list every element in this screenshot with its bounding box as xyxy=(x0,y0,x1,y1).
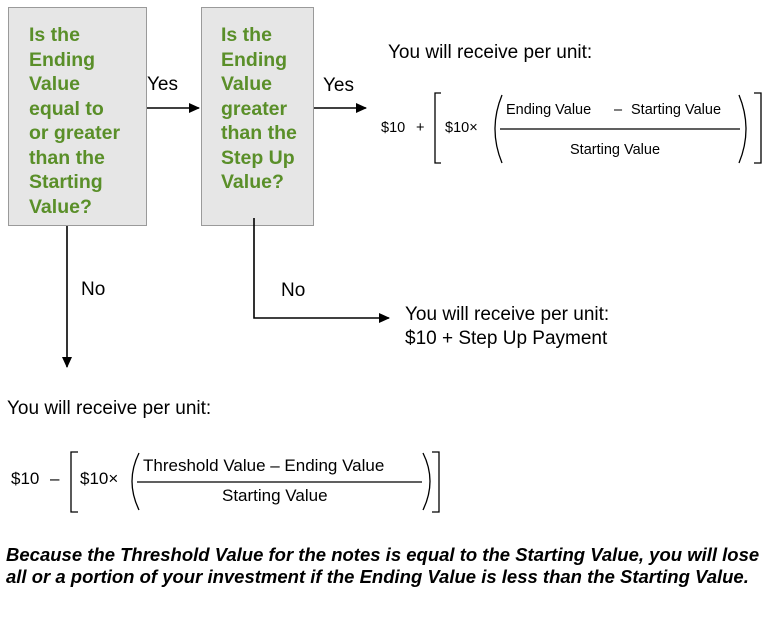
decision-box-ending-vs-stepup xyxy=(201,7,314,226)
question-line: Value xyxy=(29,73,80,95)
formula-top-plus: + xyxy=(416,120,425,136)
question-line: Value xyxy=(221,73,272,95)
question-line: equal to xyxy=(29,97,104,120)
formula-bottom-ten-times: $10× xyxy=(80,469,119,488)
paren-left-bottom xyxy=(131,452,140,511)
formula-bottom-denominator: Starting Value xyxy=(222,486,328,505)
bracket-left-bottom xyxy=(70,451,78,513)
bracket-right-top xyxy=(754,92,762,164)
question-ending-vs-stepup: Is the Ending Value greater than the Ste… xyxy=(221,23,297,195)
question-line: Value? xyxy=(221,171,284,193)
outcome-middle-body: $10 + Step Up Payment xyxy=(405,328,608,349)
paren-right-top xyxy=(738,94,747,164)
label-yes-2: Yes xyxy=(323,75,354,96)
footnote: Because the Threshold Value for the note… xyxy=(6,544,760,587)
bracket-left-top xyxy=(434,92,441,164)
label-no-2: No xyxy=(281,280,306,301)
question-line: Is the xyxy=(29,24,80,46)
question-line: Step Up xyxy=(221,146,295,169)
bracket-right-bottom xyxy=(432,451,440,513)
question-line: or greater xyxy=(29,122,121,144)
decision-box-ending-vs-starting xyxy=(8,7,147,226)
label-yes-1: Yes xyxy=(147,74,178,95)
paren-right-bottom xyxy=(422,452,431,511)
formula-top-numerator-b: Starting Value xyxy=(631,102,722,118)
label-no-1: No xyxy=(81,279,106,300)
formula-top-minus: – xyxy=(614,102,623,118)
question-line: Value? xyxy=(29,195,92,218)
question-line: than the xyxy=(29,146,105,169)
question-line: Starting xyxy=(29,171,103,193)
formula-top-numerator-a: Ending Value xyxy=(506,102,592,118)
question-line: Ending xyxy=(29,48,96,71)
question-line: greater xyxy=(221,97,288,120)
formula-top-ten-times: $10× xyxy=(445,120,478,136)
question-ending-vs-starting: Is the Ending Value equal to or greater … xyxy=(29,23,120,219)
question-line: Ending xyxy=(221,48,288,71)
formula-bottom-ten: $10 xyxy=(11,469,40,488)
arrow-no-2 xyxy=(253,218,390,323)
outcome-middle-heading: You will receive per unit: xyxy=(405,304,610,325)
paren-left-top xyxy=(494,94,503,164)
question-line: Is the xyxy=(221,24,272,46)
formula-top-ten: $10 xyxy=(381,120,406,136)
outcome-top-heading: You will receive per unit: xyxy=(388,42,593,63)
outcome-bottom-heading: You will receive per unit: xyxy=(7,398,212,419)
formula-bottom-minus: – xyxy=(50,469,60,488)
formula-bottom-numerator: Threshold Value – Ending Value xyxy=(143,456,385,475)
question-line: than the xyxy=(221,122,297,144)
formula-top-denominator: Starting Value xyxy=(570,142,661,158)
